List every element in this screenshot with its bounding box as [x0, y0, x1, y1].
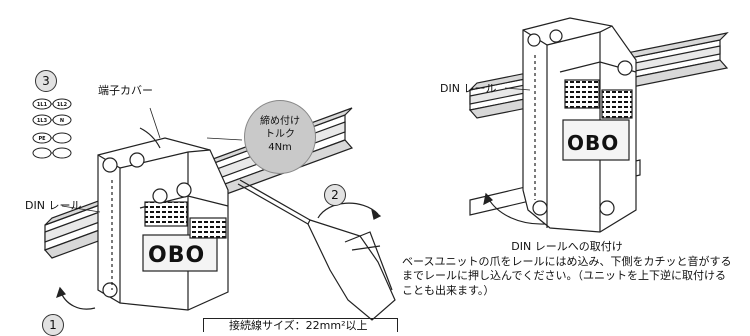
terminal-mark: 1L3 — [37, 118, 48, 124]
terminal-marking-symbols — [32, 98, 72, 159]
din-rail-label-left: DIN レール — [25, 199, 82, 212]
din-rail-label-right: DIN レール — [440, 82, 497, 95]
step-3-badge: 3 — [35, 70, 57, 92]
spd-device-left — [97, 137, 229, 311]
screwdriver — [237, 179, 396, 321]
wire-size-note: 接続線サイズ：22mm²以上 — [203, 318, 398, 332]
torque-line-3: 4Nm — [268, 142, 292, 153]
terminal-mark: N — [60, 118, 64, 124]
caption-body: ベースユニットの爪をレールにはめ込み、下側をカチッと音がするまでレールに押し込ん… — [402, 254, 732, 297]
terminal-cover-label: 端子カバー — [98, 84, 153, 97]
terminal-mark: 1L1 — [37, 102, 48, 108]
leader-lines-left — [61, 107, 243, 213]
rotation-arrow-right — [483, 87, 546, 225]
step-2-badge: 2 — [324, 184, 346, 206]
torque-bubble: 締め付け トルク 4Nm — [244, 100, 316, 174]
device-logo-left: OBO — [148, 243, 205, 268]
torque-line-2: トルク — [265, 129, 295, 140]
step-1-badge: 1 — [42, 314, 64, 336]
rotation-arrows-left — [56, 127, 382, 310]
device-logo-right: OBO — [567, 131, 619, 155]
torque-line-1: 締め付け — [260, 116, 300, 127]
terminal-mark: PE — [38, 136, 46, 142]
spd-device-right — [522, 17, 637, 233]
terminal-mark: 1L2 — [57, 102, 68, 108]
caption-title: DIN レールへの取付け — [511, 240, 623, 253]
mounting-caption: DIN レールへの取付け ベースユニットの爪をレールにはめ込み、下側をカチッと音… — [402, 240, 732, 298]
